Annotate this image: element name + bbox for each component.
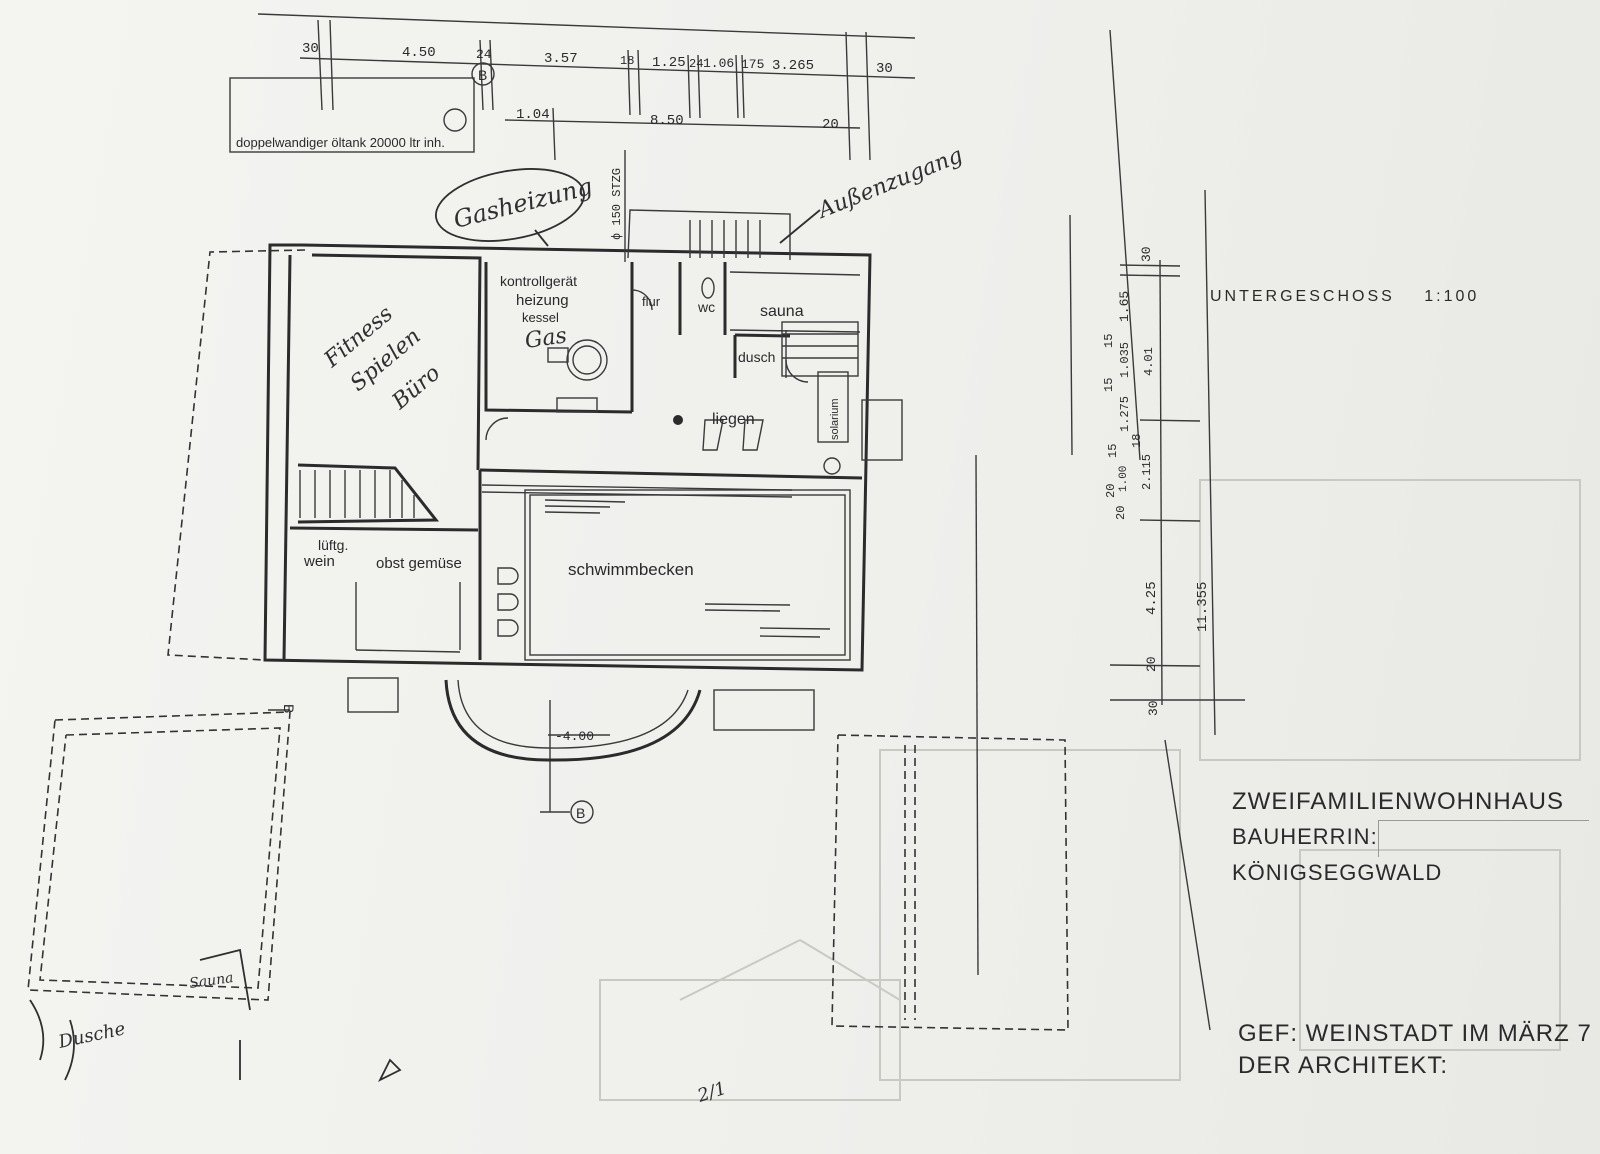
note-small: 2/1 (694, 1078, 729, 1107)
dashed-outlines (27, 214, 1073, 1031)
dim-right-12: 20 (1104, 484, 1118, 498)
dim-right-1: 1.65 (1117, 291, 1132, 322)
section-marker-left: B (268, 704, 297, 713)
oil-tank: doppelwandiger öltank 20000 ltr inh. (229, 77, 475, 153)
room-heizung: heizung (516, 292, 569, 309)
room-wc: wc (697, 299, 715, 315)
dim-second-0: 1.04 (516, 107, 550, 123)
drawn-at: GEF: WEINSTADT IM MÄRZ 7 (1238, 1020, 1592, 1047)
note-sauna: Sauna (188, 970, 234, 992)
note-gas: Gas (523, 323, 568, 354)
dim-right-3: 1.035 (1118, 342, 1132, 378)
dim-right-11: 20 (1114, 506, 1128, 520)
room-solarium: solarium (829, 398, 841, 440)
sheet-name: UNTERGESCHOSS (1210, 288, 1395, 305)
dim-second-2: 20 (822, 117, 839, 133)
dim-right-13: 4.25 (1144, 581, 1160, 615)
dim-top-6: 24 (689, 57, 703, 71)
room-pool: schwimmbecken (568, 560, 694, 579)
dim-right-5: 15 (1102, 378, 1116, 392)
room-kessel: kessel (522, 310, 559, 325)
dim-right-7: 15 (1106, 444, 1120, 458)
right-dimension-chain: 30 1.65 15 1.035 4.01 15 1.275 15 18 1.0… (1102, 29, 1245, 736)
room-wein: wein (303, 553, 335, 570)
level-label: -4.00 (555, 729, 594, 744)
dim-right-8: 18 (1130, 434, 1144, 448)
pipe-label: ϕ 150 STZG (610, 168, 624, 240)
dim-right-16: 11.355 (1195, 582, 1211, 632)
sheet-scale: 1:100 (1424, 288, 1480, 305)
svg-text:B: B (478, 67, 487, 83)
dim-top-3: 3.57 (544, 51, 578, 67)
dim-top-7: 1.06 (703, 56, 734, 71)
section-marker-bottom: B (540, 700, 594, 824)
dim-right-6: 1.275 (1118, 396, 1132, 432)
room-obst: obst gemüse (376, 555, 462, 572)
dim-top-1: 4.50 (402, 45, 436, 61)
dim-right-2: 15 (1102, 334, 1116, 348)
room-kontroll: kontrollgerät (500, 273, 577, 289)
room-sauna: sauna (760, 303, 804, 320)
dim-top-8: 175 (741, 57, 764, 72)
dim-right-14: 20 (1144, 656, 1159, 672)
note-aussenzugang: Außenzugang (813, 143, 966, 224)
svg-text:B: B (576, 805, 585, 821)
dim-top-0: 30 (302, 41, 319, 57)
dim-top-10: 30 (876, 61, 893, 77)
project-name: ZWEIFAMILIENWOHNHAUS (1232, 788, 1565, 815)
dim-right-4: 4.01 (1142, 347, 1156, 376)
note-buero: Büro (387, 361, 445, 416)
front-bay: -4.00 (347, 677, 815, 762)
dim-top-4: 18 (620, 54, 634, 68)
dim-top-5: 1.25 (652, 55, 686, 71)
room-dusche: dusch (738, 349, 775, 365)
section-marker-top: B (471, 62, 495, 86)
room-lueftung: lüftg. (318, 537, 348, 553)
border-line (1164, 739, 1211, 1031)
room-liegen: liegen (712, 411, 755, 428)
top-dimension-chain: 30 4.50 24 3.57 18 1.25 24 1.06 175 3.26… (257, 13, 916, 161)
dim-top-9: 3.265 (772, 58, 814, 74)
room-flur: flur (642, 294, 661, 309)
dim-right-0: 30 (1139, 246, 1154, 262)
show-through-lines (599, 479, 1581, 1101)
architect-label: DER ARCHITEKT: (1238, 1052, 1449, 1079)
client-redaction (1378, 820, 1589, 857)
dim-second-1: 8.50 (650, 113, 684, 129)
dim-right-10: 2.115 (1140, 454, 1154, 490)
client-label: BAUHERRIN: (1232, 824, 1378, 849)
project-location: KÖNIGSEGGWALD (1232, 860, 1443, 885)
note-dusche: Dusche (56, 1018, 127, 1053)
sheet-title: UNTERGESCHOSS 1:100 (1210, 288, 1479, 306)
dim-top-2: 24 (476, 47, 492, 62)
svg-text:B: B (281, 704, 297, 713)
building-walls (263, 209, 903, 672)
room-labels: kontrollgerät heizung kessel flur wc sau… (303, 273, 841, 579)
dim-right-15: 30 (1146, 700, 1161, 716)
tank-label: doppelwandiger öltank 20000 ltr inh. (236, 135, 445, 150)
dim-right-9: 1.00 (1118, 466, 1130, 492)
note-gasheizung: Gasheizung (451, 172, 596, 234)
